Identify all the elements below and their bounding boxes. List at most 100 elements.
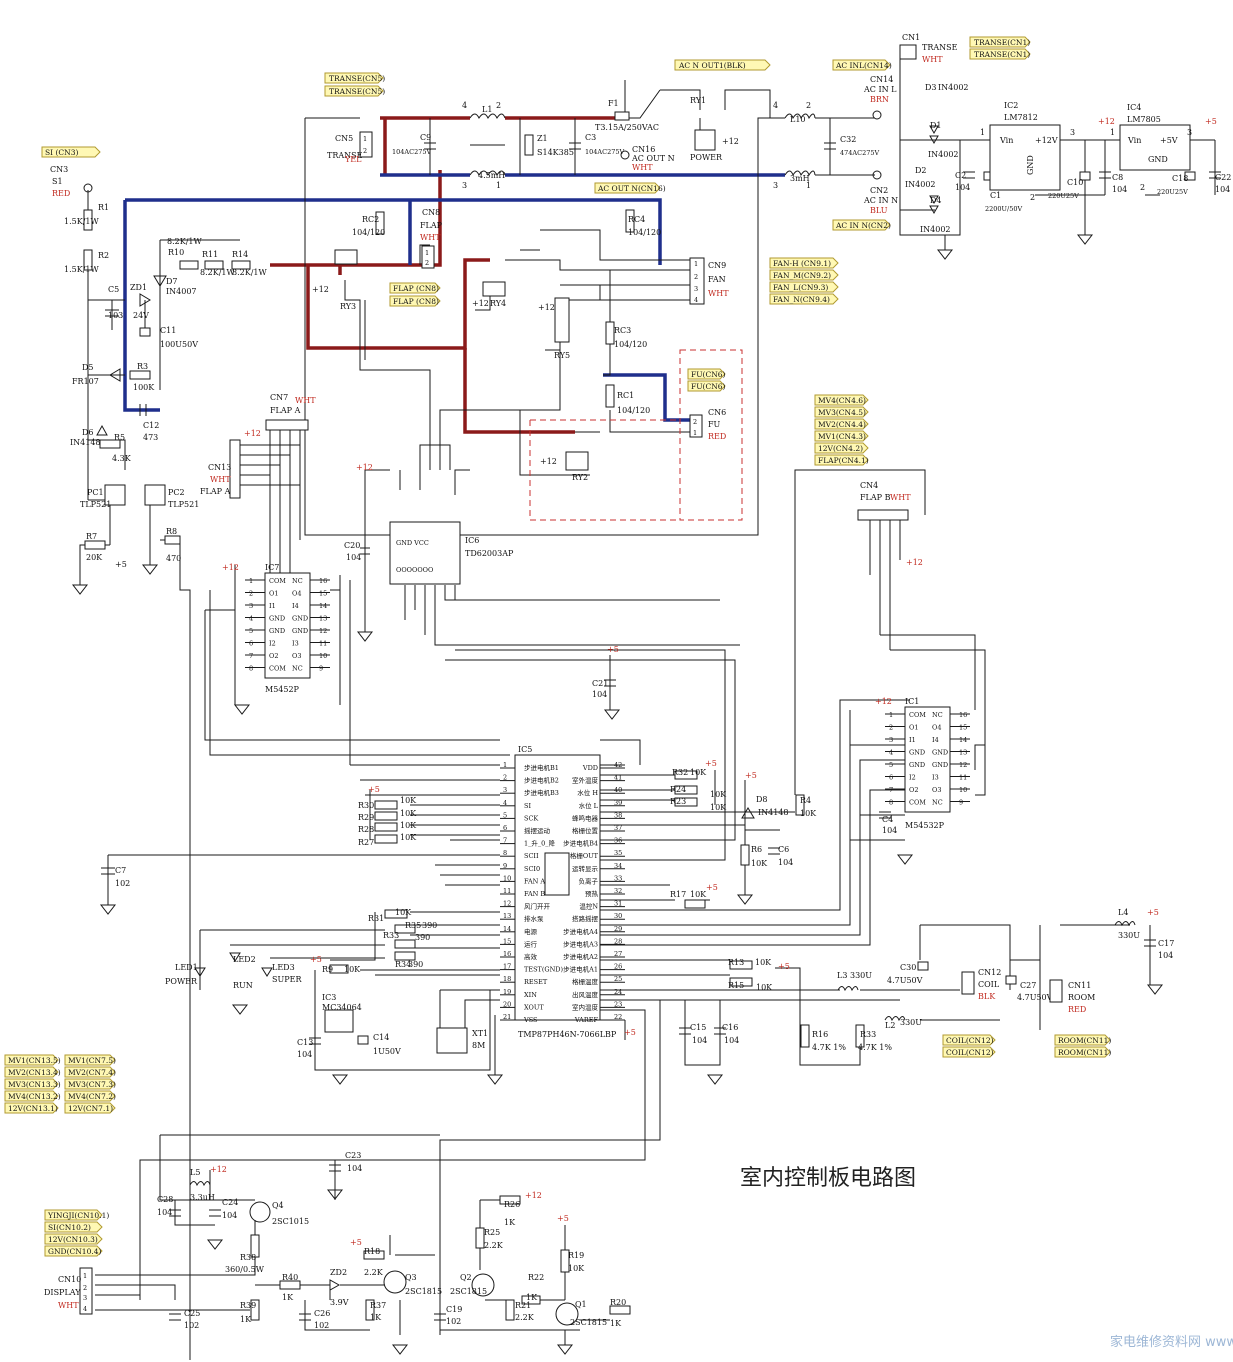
svg-text:CN2: CN2 xyxy=(870,186,888,195)
connector-cn7: CN7 WHT FLAP A +12 xyxy=(244,393,316,438)
svg-text:AC IN N(CN2): AC IN N(CN2) xyxy=(835,221,891,230)
svg-text:PC1: PC1 xyxy=(87,488,104,497)
ic5-pin-label: 排水泵 xyxy=(524,914,544,923)
svg-text:2: 2 xyxy=(1140,183,1145,192)
net-tag-label: MV2(CN13.4) xyxy=(8,1068,61,1077)
ic5-pin-label: 出风温度 xyxy=(572,990,599,999)
svg-text:C12: C12 xyxy=(143,421,159,430)
ic5-pin-label: SI xyxy=(524,802,531,810)
svg-text:104: 104 xyxy=(1112,185,1127,194)
ic5-pin-number: 23 xyxy=(614,1000,622,1008)
svg-text:R25: R25 xyxy=(484,1228,500,1237)
svg-text:LED3: LED3 xyxy=(272,963,295,972)
svg-text:104: 104 xyxy=(347,1164,362,1173)
svg-text:WHT: WHT xyxy=(420,233,441,242)
net-tag xyxy=(44,1221,103,1233)
ground-symbol xyxy=(206,1239,224,1250)
net-tag-label: MV3(CN13.3) xyxy=(8,1080,61,1089)
svg-text:4: 4 xyxy=(83,1305,87,1313)
ic5-pin-number: 36 xyxy=(614,837,622,845)
svg-text:R31: R31 xyxy=(368,914,384,923)
tag-flap-cn8: FLAP (CN8) FLAP (CN8) xyxy=(389,282,441,307)
relay-ry5: RY5 +12 xyxy=(538,297,570,360)
ic5-pin-label: 预热 xyxy=(585,889,599,898)
ic5-pin-label: 步进电机B4 xyxy=(563,839,598,848)
darlington-pin-label: COM xyxy=(269,665,286,673)
darlington-pin-number: 4 xyxy=(249,615,253,623)
svg-text:R6: R6 xyxy=(751,845,762,854)
svg-text:104: 104 xyxy=(724,1036,739,1045)
ic5-pin-number: 9 xyxy=(503,862,507,870)
svg-text:104/120: 104/120 xyxy=(614,340,647,349)
svg-text:LM7805: LM7805 xyxy=(1127,115,1161,124)
svg-text:CN4: CN4 xyxy=(860,481,878,490)
net-tag xyxy=(814,418,869,430)
svg-text:LED1: LED1 xyxy=(175,963,198,972)
svg-text:1: 1 xyxy=(83,1272,87,1280)
svg-text:TRANSE(CN1): TRANSE(CN1) xyxy=(974,38,1030,47)
ic5-pin-label: SCI0 xyxy=(524,865,540,873)
svg-text:R37: R37 xyxy=(370,1301,386,1310)
svg-text:RY1: RY1 xyxy=(690,96,706,105)
svg-text:RED: RED xyxy=(1068,1005,1086,1014)
darlington-pin-number: 5 xyxy=(249,627,253,635)
ic5-pin-number: 29 xyxy=(614,925,622,933)
svg-text:FLAP B: FLAP B xyxy=(860,493,891,502)
svg-text:1: 1 xyxy=(425,249,429,257)
svg-text:3: 3 xyxy=(83,1294,87,1302)
svg-text:470: 470 xyxy=(166,554,181,563)
svg-text:LM7812: LM7812 xyxy=(1004,113,1038,122)
ic5-pin-label: 格栅OUT xyxy=(570,851,599,860)
svg-text:C30: C30 xyxy=(900,963,916,972)
capacitor-c32: C32 474AC275V xyxy=(824,135,879,157)
net-tag xyxy=(64,1054,116,1066)
ac-live-line xyxy=(270,116,615,434)
net-tag xyxy=(814,406,869,418)
svg-text:104/120: 104/120 xyxy=(628,228,661,237)
ic5-pin-number: 31 xyxy=(614,900,622,908)
darlington-pin-number: 9 xyxy=(959,799,963,807)
l1-label: L1 xyxy=(482,105,492,114)
darlington-pin-number: 3 xyxy=(249,602,253,610)
svg-text:+12: +12 xyxy=(540,457,557,466)
darlington-pin-label: I3 xyxy=(932,774,939,782)
ground-symbol xyxy=(99,904,117,915)
svg-text:10K: 10K xyxy=(710,803,727,812)
svg-text:10K: 10K xyxy=(751,859,768,868)
darlington-pin-number: 13 xyxy=(959,749,967,757)
svg-text:390: 390 xyxy=(415,933,430,942)
svg-text:R4: R4 xyxy=(800,796,811,805)
rail-12v-ic2: +12 xyxy=(1098,117,1115,126)
darlington-pin-number: 2 xyxy=(249,590,253,598)
svg-text:TLP521: TLP521 xyxy=(168,500,199,509)
svg-text:M54532P: M54532P xyxy=(905,821,945,830)
svg-text:WHT: WHT xyxy=(890,493,911,502)
svg-text:+12: +12 xyxy=(875,697,892,706)
ic5-pin-label: 室外温度 xyxy=(572,776,599,785)
svg-text:C24: C24 xyxy=(222,1198,238,1207)
svg-text:104: 104 xyxy=(297,1050,312,1059)
ic5-pin-number: 41 xyxy=(614,774,622,782)
darlington-pin-label: NC xyxy=(292,577,303,585)
resistor-r1: R11.5K/1W xyxy=(64,203,109,231)
darlington-pin-label: O2 xyxy=(909,786,918,794)
svg-text:CN11: CN11 xyxy=(1068,981,1091,990)
svg-text:CN5: CN5 xyxy=(335,134,353,143)
tag-ac-n-out1: AC N OUT1(BLK) xyxy=(674,59,771,71)
svg-text:2SC1015: 2SC1015 xyxy=(272,1217,309,1226)
svg-text:AC IN L: AC IN L xyxy=(863,85,897,94)
svg-text:1K: 1K xyxy=(282,1293,294,1302)
darlington-pin-number: 10 xyxy=(319,652,327,660)
